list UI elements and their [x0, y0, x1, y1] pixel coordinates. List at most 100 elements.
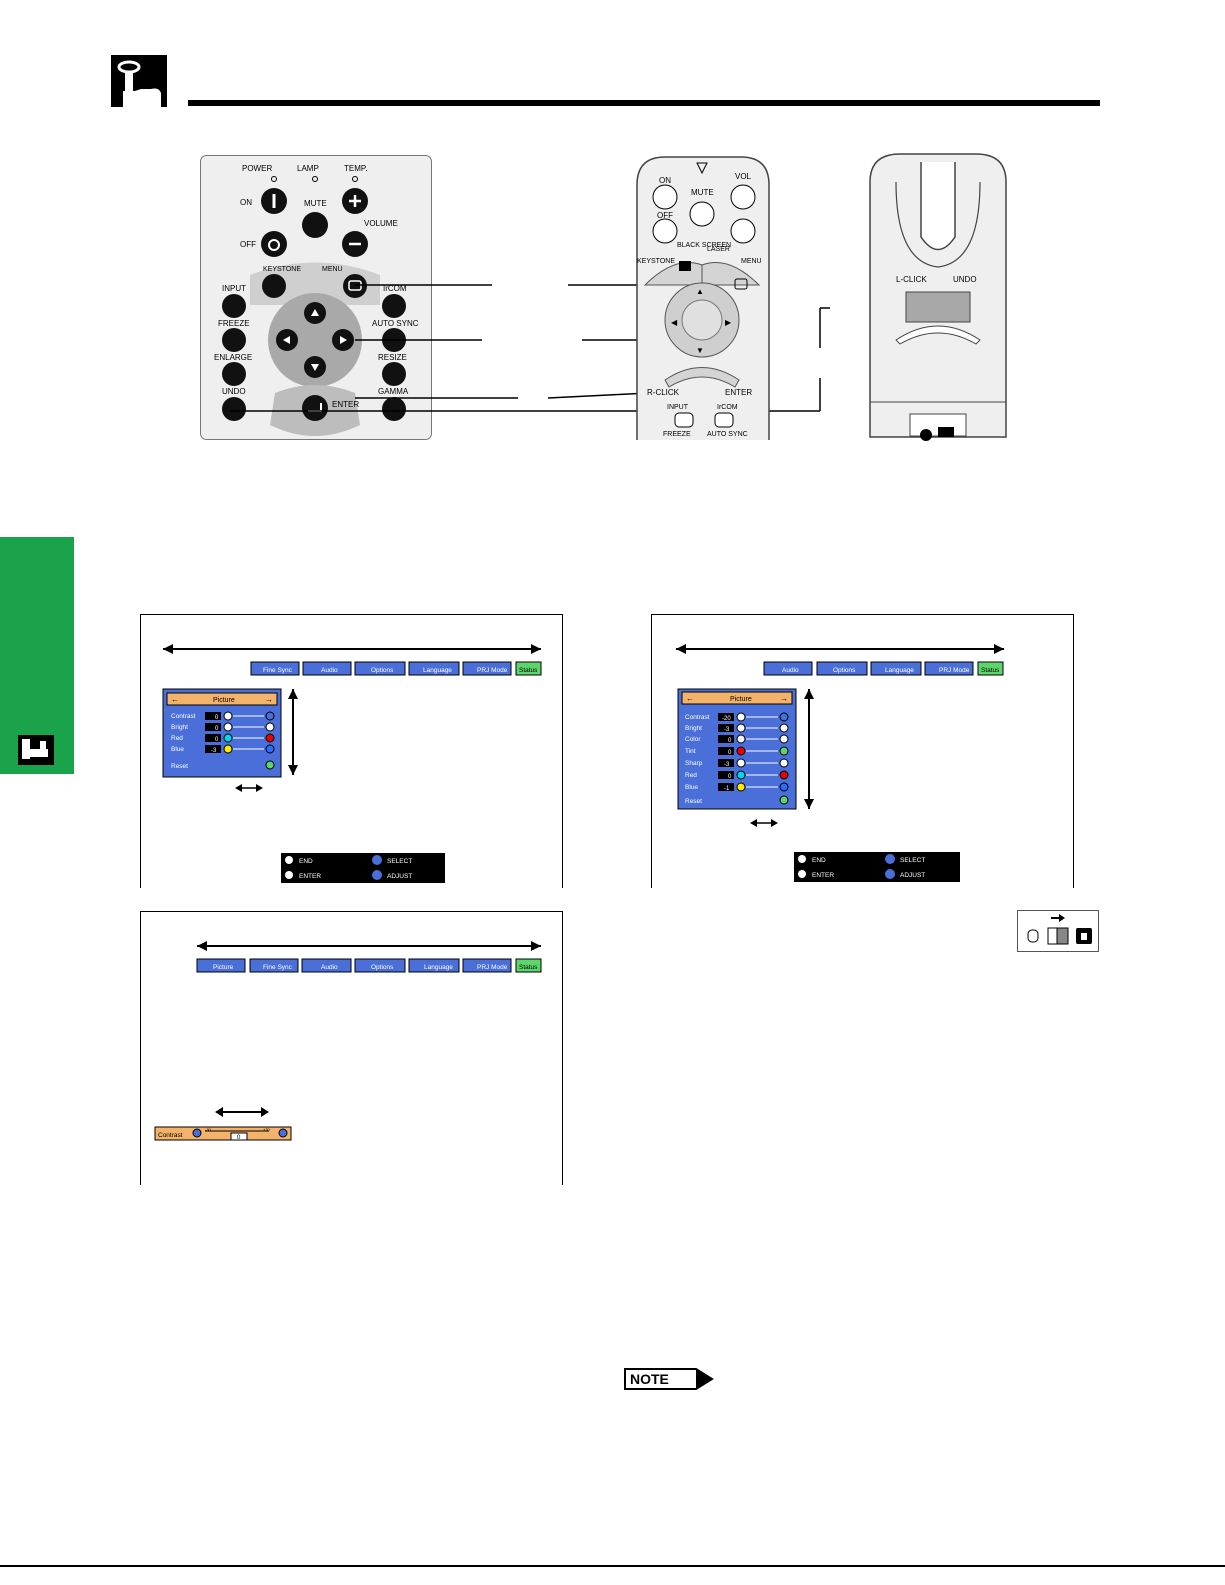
osd1-guide-select: SELECT: [387, 858, 412, 865]
remote-label-keystone: KEYSTONE: [637, 258, 675, 265]
osd1-row-2-value: 0: [215, 737, 219, 743]
label-mute: MUTE: [304, 199, 327, 208]
osd3-tab-0[interactable]: Picture: [213, 964, 234, 971]
osd1-guide-end: END: [299, 858, 313, 865]
label-enlarge: ENLARGE: [214, 353, 252, 362]
osd2-tab-3[interactable]: PRJ Mode: [939, 667, 970, 674]
osd2-title: Picture: [730, 696, 752, 703]
osd3-tab-1[interactable]: Fine Sync: [263, 964, 293, 971]
svg-text:→: →: [265, 695, 273, 704]
osd2-guide-end: END: [812, 857, 826, 864]
label-keystone: KEYSTONE: [263, 266, 301, 273]
header-rule: [188, 100, 1100, 106]
osd-panel-3: Picture Fine Sync Audio Options Language…: [140, 911, 563, 1185]
note-label: NOTE: [630, 1371, 669, 1387]
osd1-row-1-label: Bright: [171, 724, 188, 731]
manual-hand-icon: [111, 55, 167, 107]
label-gamma: GAMMA: [378, 387, 409, 396]
freeze-button[interactable]: [222, 328, 246, 352]
osd3-tab-4[interactable]: Language: [424, 964, 453, 971]
osd3-tab-2[interactable]: Audio: [321, 964, 338, 971]
label-off: OFF: [240, 240, 256, 249]
osd3-bar-min: -30: [205, 1127, 212, 1132]
osd2-row-2-value: 0: [728, 738, 732, 744]
label-l-click: L-CLICK: [896, 275, 927, 284]
remote-label-on: ON: [659, 176, 671, 185]
remote-label-auto-sync: AUTO SYNC: [707, 431, 748, 438]
off-button[interactable]: [261, 231, 287, 257]
svg-text:▼: ▼: [696, 346, 704, 355]
osd1-reset[interactable]: Reset: [171, 763, 188, 770]
remote-label-r-click: R-CLICK: [647, 388, 680, 397]
note-badge: NOTE: [624, 1368, 714, 1390]
remote-volume-up-button[interactable]: [730, 184, 756, 210]
keystone-button[interactable]: [262, 274, 286, 298]
osd1-tab-4[interactable]: PRJ Mode: [477, 667, 508, 674]
label-resize: RESIZE: [378, 353, 407, 362]
osd2-row-1-value: -3: [724, 727, 730, 733]
osd3-bar-max: +30: [263, 1127, 271, 1132]
enlarge-button[interactable]: [222, 362, 246, 386]
osd1-tab-0[interactable]: Fine Sync: [263, 667, 293, 674]
svg-text:←: ←: [686, 694, 694, 703]
osd2-row-1-label: Bright: [685, 725, 702, 732]
mouse-icon: [1027, 929, 1039, 943]
remote-keystone-button[interactable]: [679, 261, 691, 271]
remote-label-menu: MENU: [741, 258, 762, 265]
osd1-tab-5[interactable]: Status: [519, 667, 538, 674]
osd2-row-4-value: -3: [724, 762, 730, 768]
resize-button[interactable]: [382, 362, 406, 386]
undo-button[interactable]: [222, 397, 246, 421]
remote-menu-button[interactable]: [734, 278, 748, 290]
osd2-reset[interactable]: Reset: [685, 798, 702, 805]
osd2-tab-2[interactable]: Language: [885, 667, 914, 674]
remote-control-back: L-CLICK UNDO: [869, 153, 1007, 441]
osd3-tab-3[interactable]: Options: [371, 964, 394, 971]
mute-button[interactable]: [302, 212, 328, 238]
osd-panel-2-drawing: Audio Options Language PRJ Mode Status ←…: [676, 644, 1004, 882]
osd1-tab-3[interactable]: Language: [423, 667, 452, 674]
remote-volume-down-button[interactable]: [730, 218, 756, 244]
ircom-button[interactable]: [382, 294, 406, 318]
remote-label-black-screen: BLACK SCREEN: [677, 242, 731, 249]
remote-on-button[interactable]: [652, 184, 678, 210]
svg-text:→: →: [780, 694, 788, 703]
remote-control-front: ON MUTE VOL OFF BLACK SCREEN LASER KEYST…: [636, 156, 770, 440]
remote-label-laser: LASER: [707, 246, 730, 253]
label-temp: TEMP.: [344, 164, 367, 173]
osd2-tab-0[interactable]: Audio: [782, 667, 799, 674]
osd2-row-5-label: Red: [685, 772, 697, 779]
remote-ircom-button[interactable]: [714, 412, 734, 428]
mouse-switch-slider[interactable]: [1056, 927, 1069, 945]
gamma-button[interactable]: [382, 397, 406, 421]
menu-button[interactable]: [343, 274, 367, 298]
osd1-tab-1[interactable]: Audio: [321, 667, 338, 674]
enter-button[interactable]: [302, 395, 328, 421]
osd2-row-3-label: Tint: [685, 748, 696, 755]
label-volume: VOLUME: [364, 219, 398, 228]
remote-label-enter: ENTER: [725, 388, 752, 397]
osd1-tab-2[interactable]: Options: [371, 667, 394, 674]
osd3-tab-5[interactable]: PRJ Mode: [477, 964, 508, 971]
remote-label-input: INPUT: [667, 404, 689, 411]
label-auto-sync: AUTO SYNC: [372, 319, 419, 328]
osd2-tab-1[interactable]: Options: [833, 667, 856, 674]
osd2-row-0-label: Contrast: [685, 714, 710, 721]
l-click-button[interactable]: [905, 291, 971, 323]
input-button[interactable]: [222, 294, 246, 318]
osd2-row-5-value: 0: [728, 774, 732, 780]
footer-rule: [0, 1565, 1225, 1567]
label-undo: UNDO: [222, 387, 246, 396]
osd3-bar-value: 0: [237, 1135, 241, 1141]
osd3-tab-6[interactable]: Status: [519, 964, 538, 971]
label-lamp: LAMP: [297, 164, 319, 173]
label-on: ON: [240, 198, 252, 207]
label-input: INPUT: [222, 284, 246, 293]
osd2-row-4-label: Sharp: [685, 760, 703, 767]
remote-mute-button[interactable]: [689, 201, 715, 227]
osd2-tab-4[interactable]: Status: [981, 667, 1000, 674]
osd1-tabs: Fine Sync Audio Options Language PRJ Mod…: [250, 661, 542, 676]
remote-off-button[interactable]: [652, 218, 678, 244]
remote-input-button[interactable]: [674, 412, 694, 428]
mouse-switch-illustration: [1017, 910, 1099, 952]
